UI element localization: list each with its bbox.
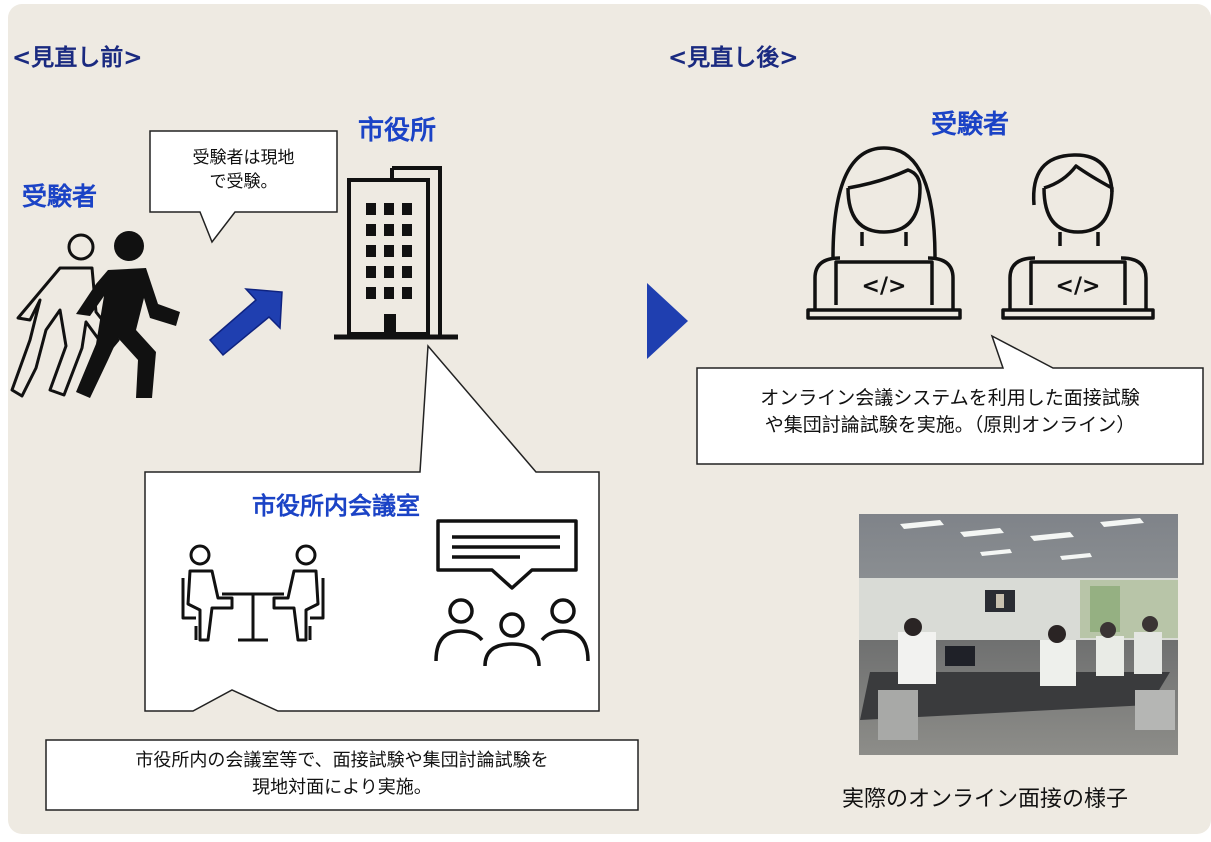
building-window: [402, 266, 412, 278]
building-window: [366, 203, 376, 215]
building-window: [366, 245, 376, 257]
before-heading: <見直し前>: [12, 45, 143, 71]
before-applicant-label: 受験者: [22, 182, 98, 211]
note-line-2: 現地対面により実施。: [252, 777, 432, 798]
after-heading: <見直し後>: [668, 45, 799, 71]
city-hall-label: 市役所: [358, 116, 437, 146]
laptop-code-text-1: </>: [861, 274, 907, 299]
note-text: 市役所内の会議室等で、面接試験や集団討論試験を 現地対面により実施。: [46, 747, 638, 801]
building-window: [366, 224, 376, 236]
building-window: [402, 245, 412, 257]
building-window: [402, 287, 412, 299]
onsite-callout-line-1: 受験者は現地: [192, 148, 295, 168]
laptop-code-text-2: </>: [1055, 274, 1101, 299]
building-window: [366, 266, 376, 278]
building-window: [384, 266, 394, 278]
online-callout-line-1: オンライン会議システムを利用した面接試験: [760, 387, 1140, 409]
after-applicant-label: 受験者: [931, 110, 1010, 140]
onsite-callout-text: 受験者は現地 で受験。: [150, 146, 337, 194]
building-window: [402, 224, 412, 236]
online-callout-line-2: や集団討論試験を実施。（原則オンライン）: [764, 414, 1136, 436]
building-window: [384, 245, 394, 257]
onsite-callout-line-2: で受験。: [209, 172, 278, 192]
conference-room-label: 市役所内会議室: [252, 492, 420, 520]
building-window: [384, 287, 394, 299]
online-callout-text: オンライン会議システムを利用した面接試験 や集団討論試験を実施。（原則オンライン…: [697, 385, 1203, 439]
building-window: [384, 224, 394, 236]
building-window: [402, 203, 412, 215]
note-line-1: 市役所内の会議室等で、面接試験や集団討論試験を: [135, 750, 549, 771]
building-window: [384, 203, 394, 215]
building-window: [366, 287, 376, 299]
photo-caption: 実際のオンライン面接の様子: [842, 787, 1129, 812]
